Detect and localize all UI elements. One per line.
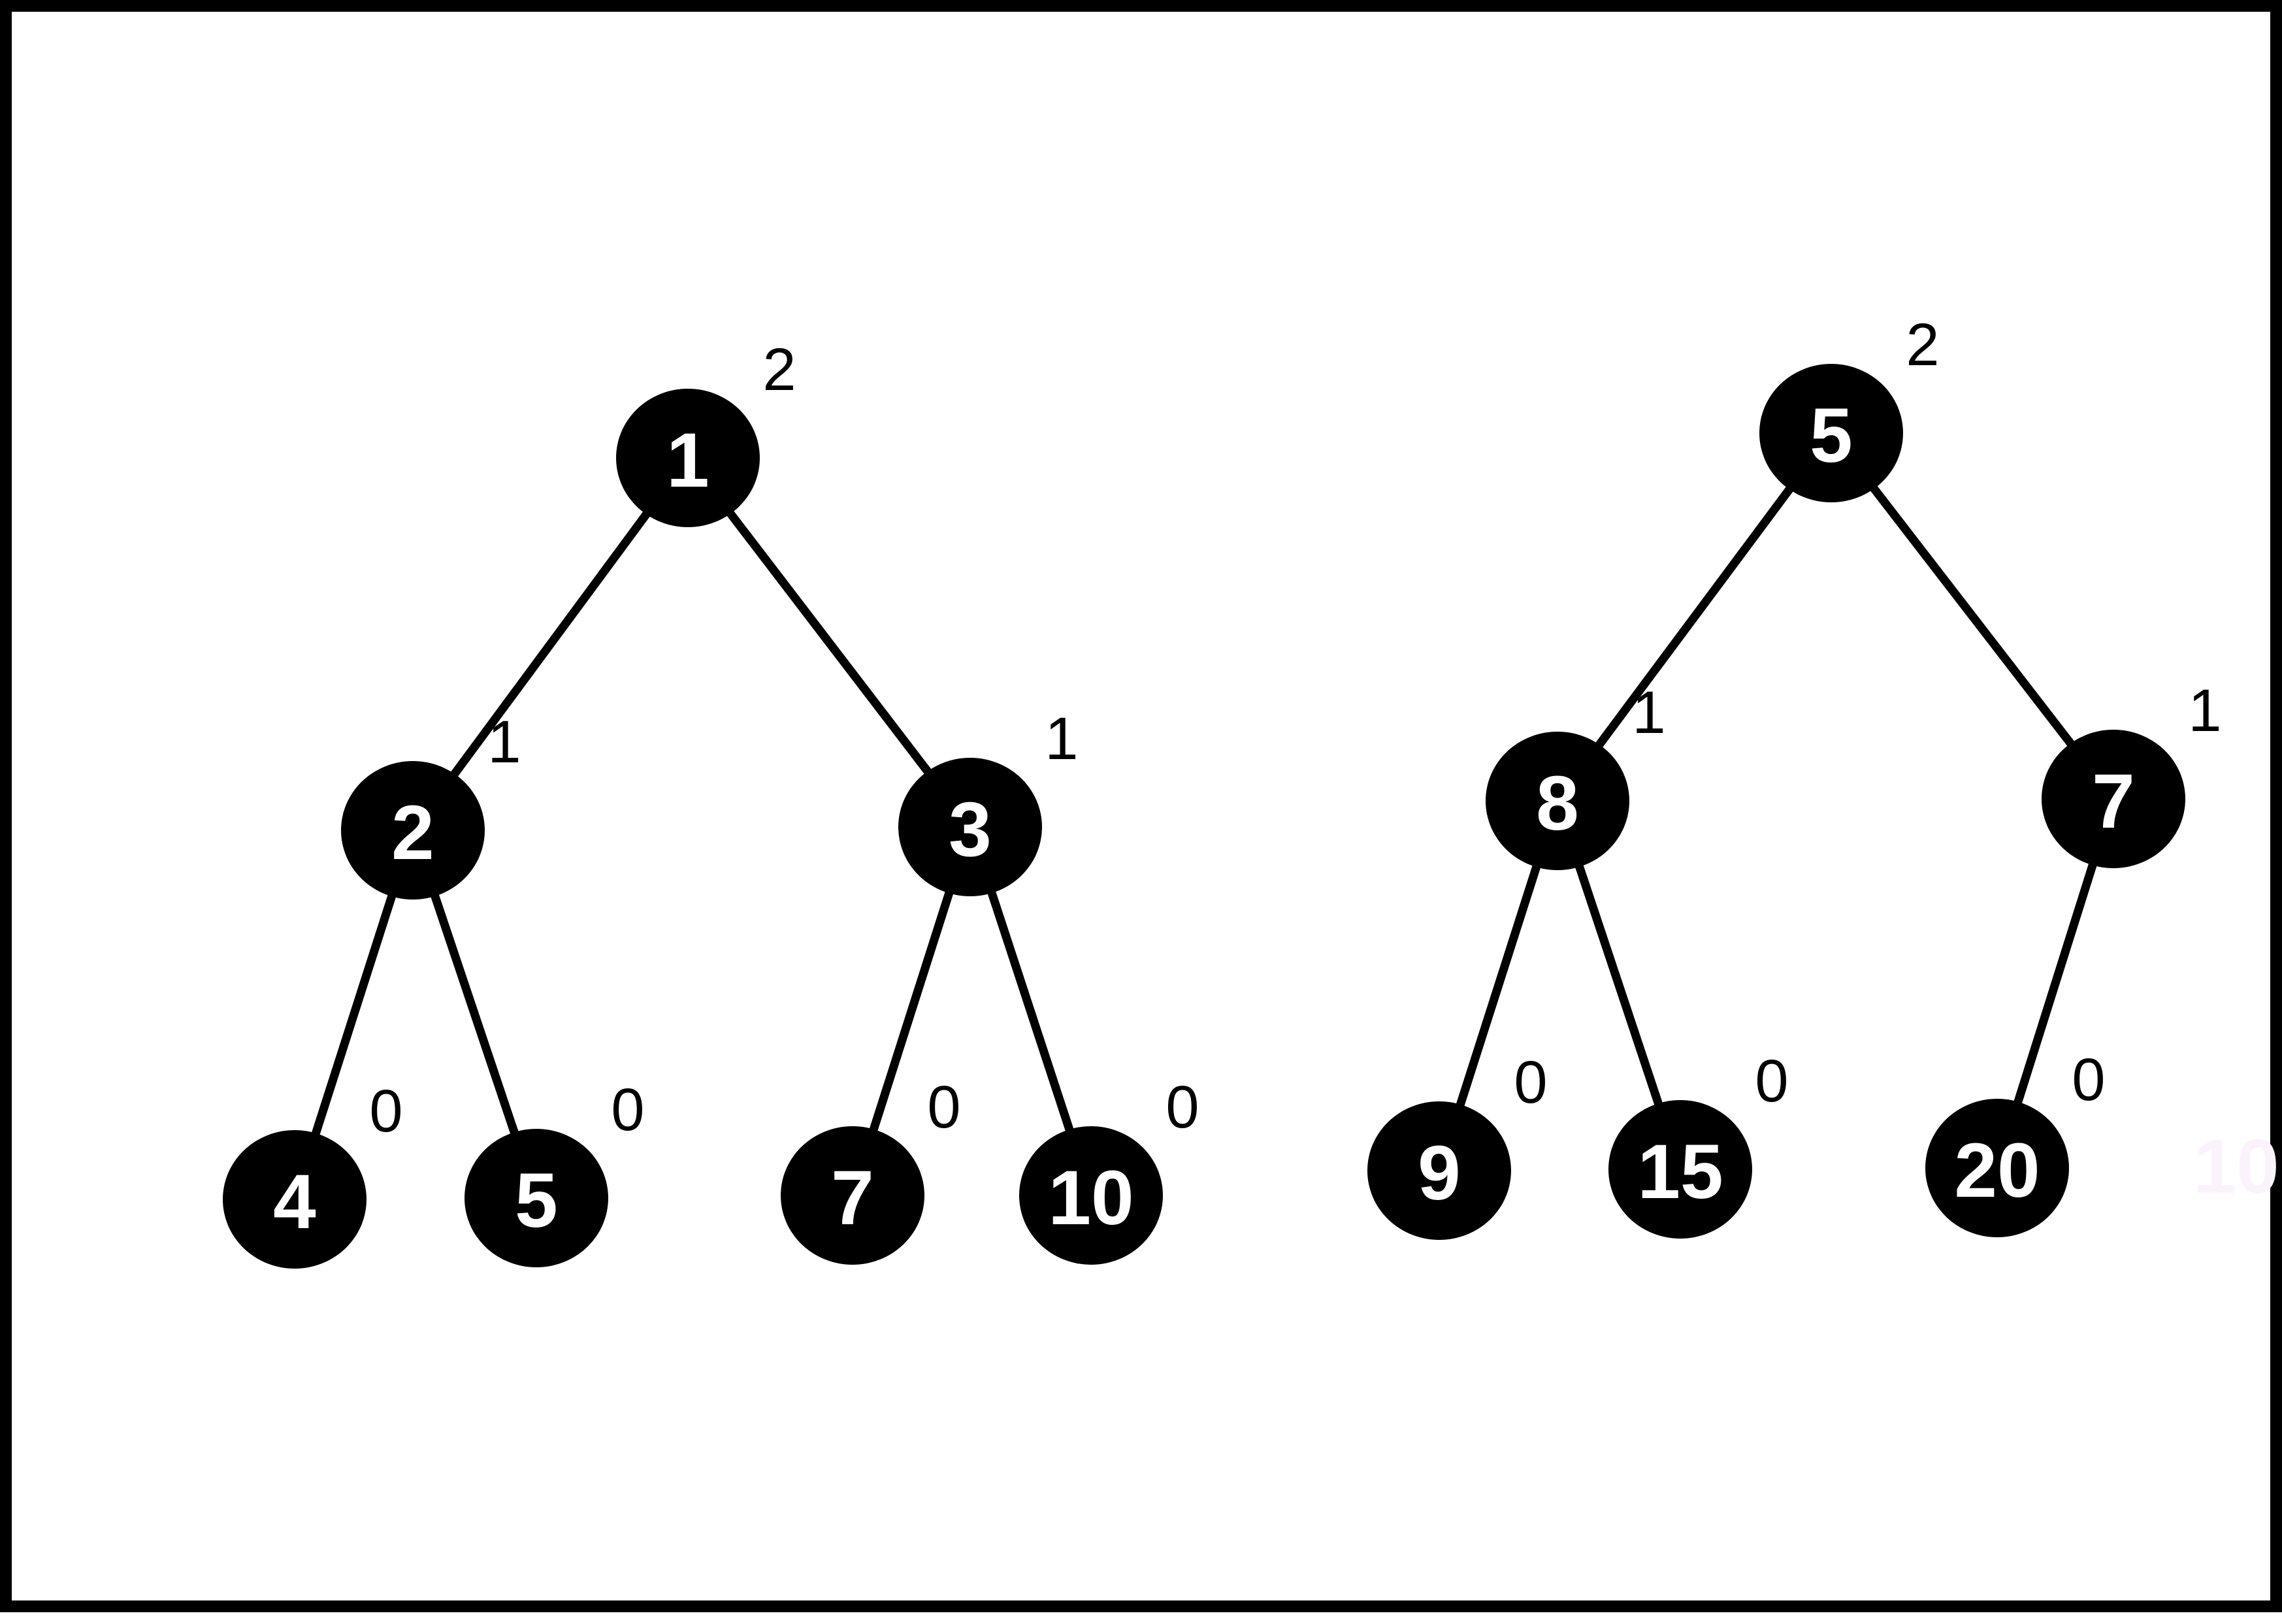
edge-b5-b7 <box>1827 430 2117 802</box>
tree-node-b5: 52 <box>1759 312 1940 502</box>
edge-a1-a3 <box>684 455 974 830</box>
tree-node-b8: 81 <box>1486 679 1666 870</box>
node-key: 4 <box>273 1159 316 1245</box>
node-circle <box>1019 1126 1163 1265</box>
node-key: 8 <box>1536 760 1579 847</box>
node-circle <box>781 1126 924 1265</box>
node-rank: 0 <box>369 1078 402 1145</box>
node-circle <box>223 1130 367 1269</box>
node-rank: 2 <box>762 336 796 403</box>
node-circle <box>898 758 1042 896</box>
tree-node-b9: 90 <box>1367 1049 1548 1240</box>
node-key: 9 <box>1418 1130 1461 1216</box>
node-rank: 2 <box>1906 312 1939 378</box>
node-rank: 1 <box>1045 706 1078 772</box>
node-key: 15 <box>1637 1129 1723 1215</box>
node-key: 7 <box>2092 758 2135 845</box>
edges-layer <box>290 430 2118 1201</box>
node-circle <box>1925 1099 2069 1237</box>
node-key: 2 <box>391 790 434 876</box>
node-rank: 1 <box>487 709 521 775</box>
node-rank: 1 <box>1632 679 1665 746</box>
node-rank: 0 <box>1514 1049 1547 1116</box>
edge-b5-b8 <box>1554 430 1835 804</box>
tree-node-a1: 12 <box>616 336 796 527</box>
node-rank: 0 <box>2072 1047 2105 1113</box>
node-rank: 0 <box>1755 1048 1788 1114</box>
node-rank: 0 <box>1165 1074 1199 1141</box>
node-key: 7 <box>831 1155 874 1241</box>
tree-node-a3: 31 <box>898 706 1079 896</box>
node-circle <box>2042 730 2185 868</box>
node-circle <box>465 1129 608 1267</box>
node-circle <box>1486 732 1629 870</box>
node-rank: 0 <box>927 1074 960 1141</box>
node-key: 20 <box>1954 1128 2040 1214</box>
tree-node-a5: 50 <box>465 1077 645 1267</box>
node-key: 3 <box>949 787 992 873</box>
tree-node-b7: 71 <box>2042 677 2222 868</box>
node-circle <box>1759 364 1903 502</box>
tree-node-a7: 70 <box>781 1074 961 1265</box>
tree-node-a2: 21 <box>341 709 521 900</box>
faint-label: 10 <box>2193 1124 2279 1210</box>
node-key: 5 <box>515 1158 558 1244</box>
node-circle <box>341 761 485 900</box>
tree-node-b20: 20 0 <box>1925 1047 2106 1237</box>
node-key: 10 <box>1048 1155 1133 1241</box>
node-rank: 0 <box>611 1077 644 1143</box>
tree-node-a10: 10 0 <box>1019 1074 1199 1265</box>
node-rank: 1 <box>2188 677 2221 744</box>
node-key: 1 <box>666 417 709 504</box>
node-circle <box>1367 1101 1511 1240</box>
edge-a1-a2 <box>409 455 692 833</box>
node-circle <box>616 389 760 527</box>
node-circle <box>1608 1100 1752 1239</box>
tree-node-a4: 40 <box>223 1078 403 1269</box>
node-key: 5 <box>1810 393 1853 479</box>
tree-node-b15: 15 0 <box>1608 1048 1789 1239</box>
